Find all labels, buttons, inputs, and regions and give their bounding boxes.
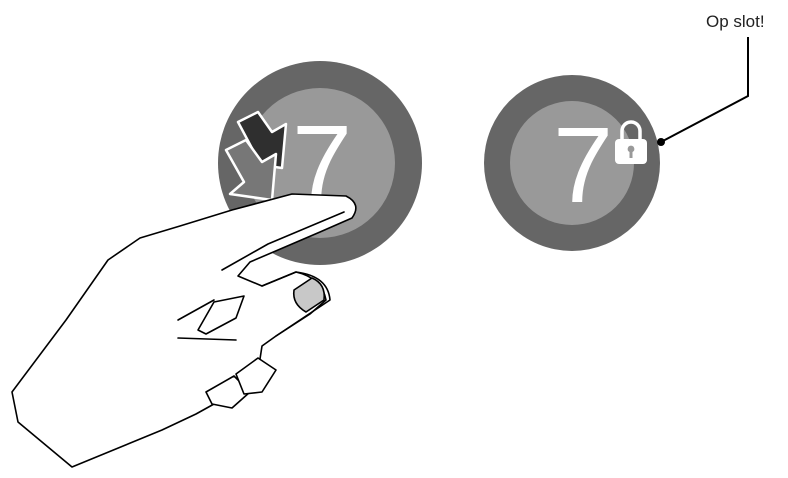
callout-leader <box>657 37 748 146</box>
pointing-hand-icon <box>12 194 356 467</box>
callout-label: Op slot! <box>706 12 765 32</box>
dial-temperature-value: 7 <box>553 104 613 225</box>
callout-anchor-dot <box>657 138 665 146</box>
